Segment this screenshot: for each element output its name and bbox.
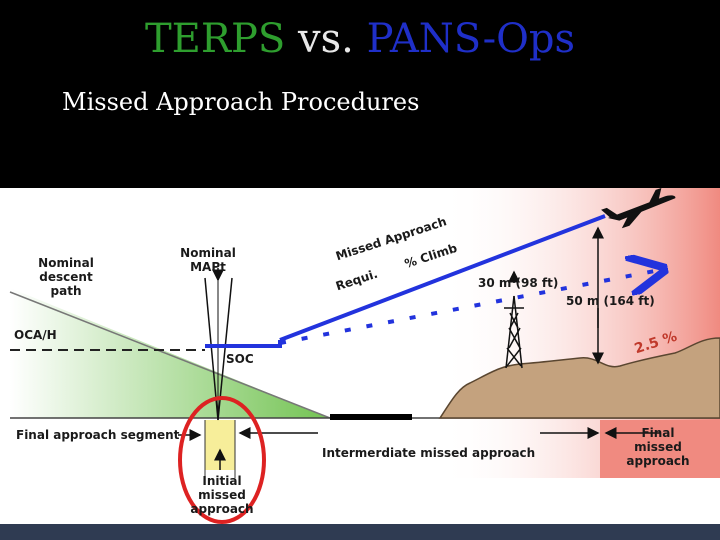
slide-title: TERPS vs. PANS-Ops [0,14,720,64]
airplane-icon [601,188,676,229]
runway [330,414,412,420]
label-soc: SOC [226,352,254,366]
climb-path-solid [279,214,606,342]
label-clearance-50m: 50 m (164 ft) [566,294,655,308]
label-nominal-mapt: Nominal MAPt [180,246,236,274]
label-nominal-descent-path: Nominal descent path [38,256,94,298]
slide-subtitle: Missed Approach Procedures [62,88,420,116]
descent-green-zone [10,288,330,418]
label-intermediate-missed-approach: Intermerdiate missed approach [322,446,536,460]
label-final-missed-approach: Final missed approach [626,426,690,468]
label-initial-missed-approach: Initial missed approach [190,474,254,516]
slide-bottom-bar [0,524,720,540]
soc-segment [205,340,282,348]
missed-approach-diagram: Nominal descent path Nominal MAPt OCA/H … [0,188,720,524]
title-pans-ops: PANS-Ops [366,16,576,62]
title-vs: vs. [298,16,354,62]
descent-path-line [9,291,331,419]
label-oca-h: OCA/H [14,328,57,342]
transmission-tower-icon [504,295,524,369]
final-missed-zone-solid [600,420,720,478]
terrain [438,337,720,419]
label-clearance-30m: 30 m (98 ft) [478,276,559,290]
initial-missed-highlight-circle [178,396,266,524]
label-final-approach-segment: Final approach segment [16,428,180,442]
diagram-graphic [9,188,720,524]
title-terps: TERPS [144,16,286,62]
